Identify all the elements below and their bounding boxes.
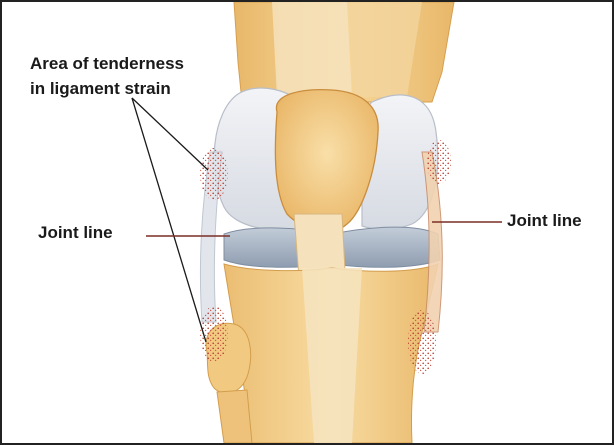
tenderness-area-upper-right — [427, 140, 451, 184]
joint-line-label-right: Joint line — [507, 211, 582, 231]
tenderness-leader-lower — [132, 98, 206, 342]
tenderness-label-line2: in ligament strain — [30, 79, 171, 99]
tenderness-area-lower-right — [408, 310, 436, 374]
quadriceps-tendon — [272, 2, 352, 97]
fibula-shaft — [217, 390, 252, 443]
joint-line-label-left: Joint line — [38, 223, 113, 243]
tenderness-area-upper-left — [200, 148, 228, 200]
tenderness-label-line1: Area of tenderness — [30, 54, 184, 74]
